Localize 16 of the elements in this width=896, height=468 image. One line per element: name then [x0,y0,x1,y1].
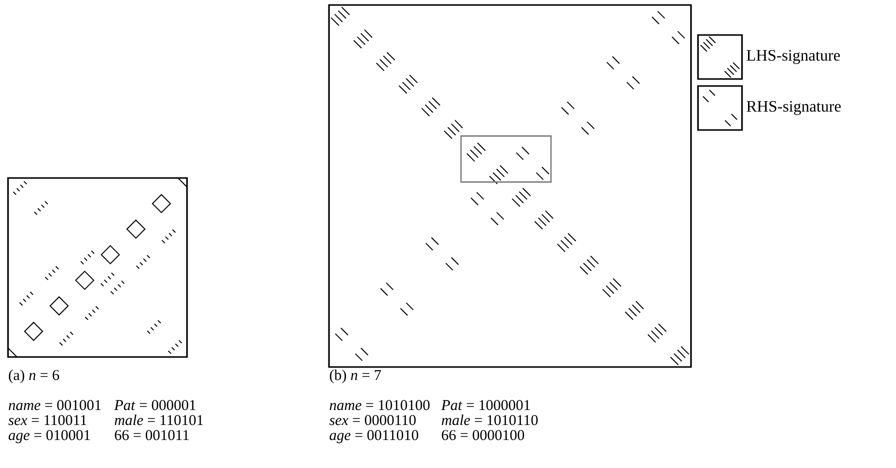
legend-label: LHS-signature [746,50,840,64]
bit-assignment: sex = 110011 [8,415,86,426]
bit-assignment: name = 001001 [8,400,101,410]
bit-assignment: name = 1010100 [330,400,430,410]
bit-assignment: 66 = 001011 [114,430,189,440]
bit-assignment: age = 010001 [8,430,90,444]
bit-assignment: 66 = 0000100 [442,430,524,440]
bit-assignment: Pat = 1000001 [441,400,530,410]
bit-assignment: Pat = 000001 [114,400,196,410]
bit-assignment: male = 1010110 [442,414,538,426]
subfigure-caption: (a) n = 6 [8,370,60,384]
bit-assignment: male = 110101 [114,414,203,426]
bit-assignment: sex = 0000110 [329,415,416,426]
bit-assignment: age = 0011010 [330,430,418,444]
legend-label: RHS-signature [746,100,841,116]
subfigure-caption: (b) n = 7 [330,370,381,384]
